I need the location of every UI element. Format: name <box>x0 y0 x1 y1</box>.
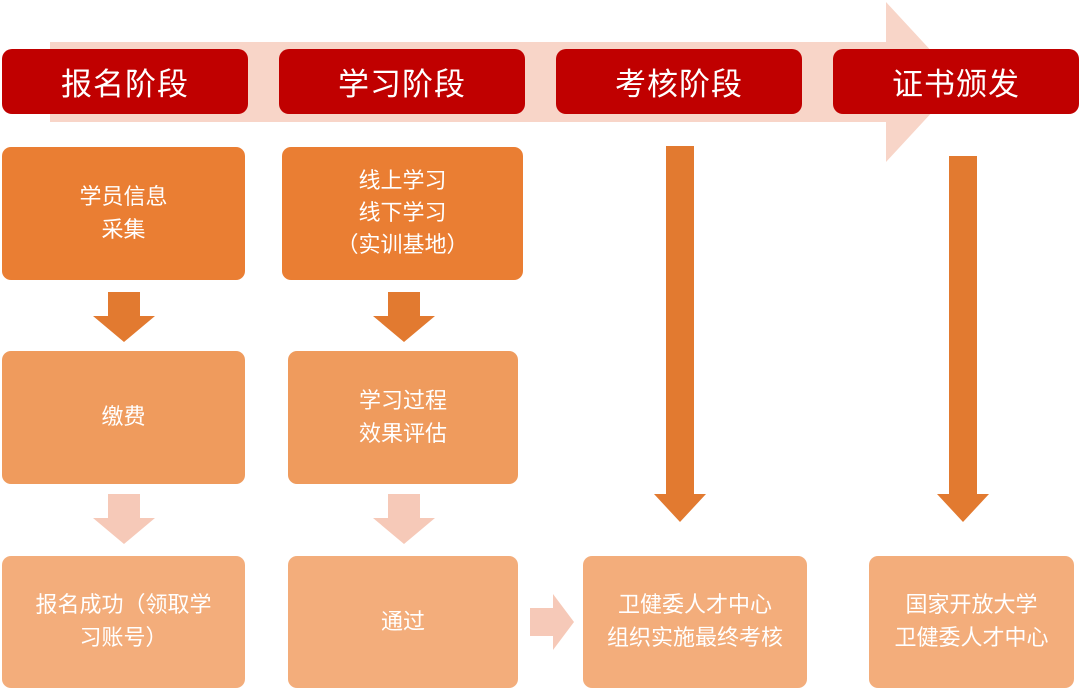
step-passed: 通过 <box>288 556 518 688</box>
step-text-line: 国家开放大学 <box>905 593 1038 618</box>
stage-label: 报名阶段 <box>61 67 189 103</box>
stage-header-certificate: 证书颁发 <box>833 49 1079 114</box>
arrow-down-col1-b <box>93 494 155 544</box>
step-text-line: 线上学习 <box>358 168 447 194</box>
arrow-down-col4-long <box>937 156 989 522</box>
step-learning-evaluation: 学习过程 效果评估 <box>288 351 518 484</box>
stage-label: 考核阶段 <box>615 67 743 103</box>
step-text-line: 卫健委人才中心 <box>617 593 772 618</box>
stage-header-registration: 报名阶段 <box>2 49 248 114</box>
step-registration-success: 报名成功（领取学 习账号） <box>2 556 245 688</box>
arrow-right-pass <box>530 594 574 650</box>
stage-label: 学习阶段 <box>338 67 466 103</box>
step-text-line: 效果评估 <box>358 421 447 447</box>
stage-header-learning: 学习阶段 <box>279 49 525 114</box>
step-text-line: 组织实施最终考核 <box>606 626 783 651</box>
step-text-line: 通过 <box>380 609 425 635</box>
step-text-line: 学员信息 <box>79 184 168 210</box>
arrow-down-col3-long <box>654 146 706 522</box>
step-payment: 缴费 <box>2 351 245 484</box>
step-text-line: 习账号） <box>79 626 168 651</box>
step-text-line: 线下学习 <box>358 200 447 226</box>
step-text-line: 采集 <box>101 217 146 243</box>
arrow-down-col2-a <box>373 292 435 342</box>
step-text-line: 缴费 <box>101 405 146 430</box>
stage-header-assessment: 考核阶段 <box>556 49 802 114</box>
step-text-line: 卫健委人才中心 <box>894 626 1049 651</box>
step-student-info-collection: 学员信息 采集 <box>2 147 245 280</box>
stage-label: 证书颁发 <box>892 67 1020 103</box>
step-certificate-issuers: 国家开放大学 卫健委人才中心 <box>869 556 1074 688</box>
step-text-line: 学习过程 <box>358 388 447 414</box>
arrow-down-col2-b <box>373 494 435 544</box>
step-online-offline-learning: 线上学习 线下学习 （实训基地） <box>282 147 523 280</box>
step-text-line: （实训基地） <box>336 232 469 258</box>
step-text-line: 报名成功（领取学 <box>35 593 212 618</box>
arrow-down-col1-a <box>93 292 155 342</box>
step-final-assessment: 卫健委人才中心 组织实施最终考核 <box>583 556 807 688</box>
